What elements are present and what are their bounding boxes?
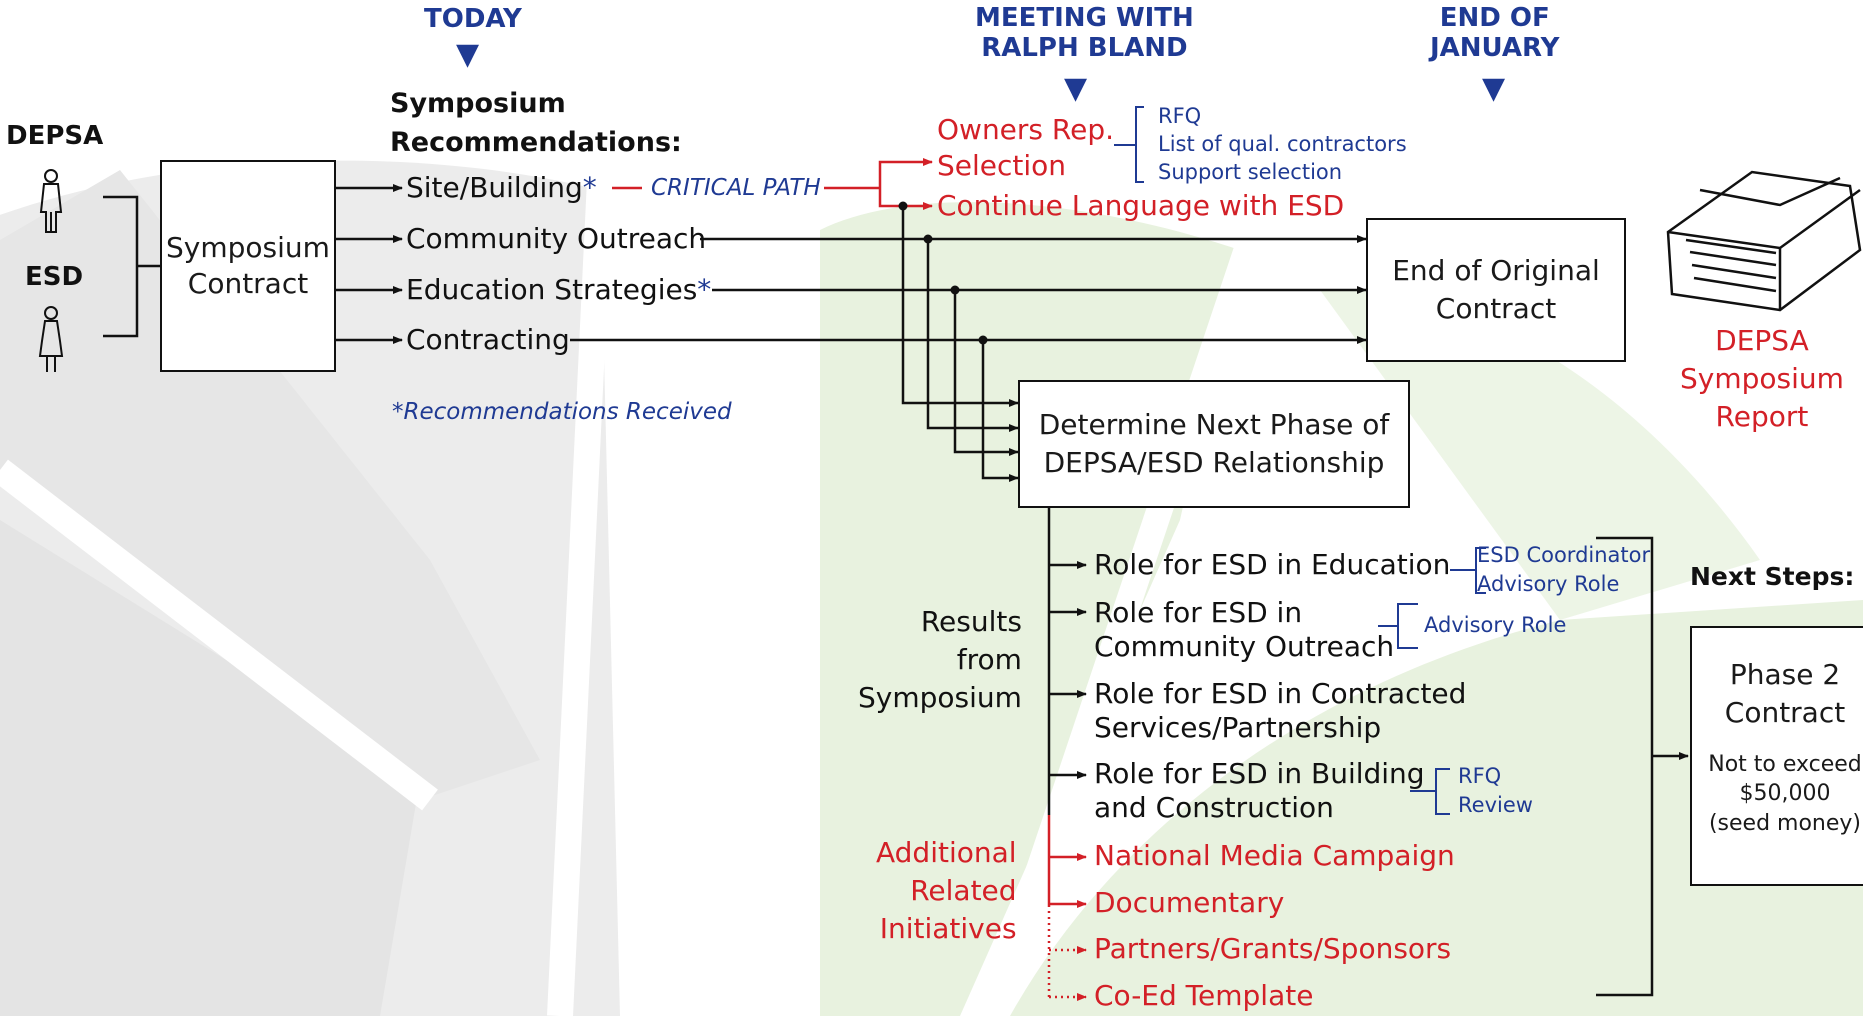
flow-to-end-contract (570, 235, 1367, 344)
recommendations-heading: Symposium Recommendations: (390, 88, 682, 159)
recommendation-arrows (336, 184, 403, 344)
party-esd: ESD (25, 262, 84, 292)
continue-language-with-esd: Continue Language with ESD (937, 189, 1345, 222)
next-steps-heading: Next Steps: (1690, 562, 1855, 591)
determine-next-phase-label: Determine Next Phase of DEPSA/ESD Relati… (1038, 408, 1390, 479)
phase-2-contract-note: Not to exceed $50,000 (seed money) (1708, 751, 1862, 836)
received-star: * (697, 273, 712, 306)
recommendations-footnote: *Recommendations Received (392, 399, 732, 425)
woman-icon (38, 306, 64, 372)
initiative-documentary: Documentary (1094, 886, 1285, 919)
timeline-end-january: END OF JANUARY (1430, 3, 1560, 63)
owners-rep-sub-contractors: List of qual. contractors (1158, 132, 1407, 156)
recommendation-label: Education Strategies (406, 273, 698, 306)
recommendation-label: Community Outreach (406, 222, 707, 255)
initiative-co-ed-template: Co-Ed Template (1094, 979, 1314, 1012)
role-building-construction: Role for ESD in Building and Constructio… (1094, 757, 1425, 824)
phase-2-contract-box: Phase 2 Contract Not to exceed $50,000 (… (1690, 626, 1863, 886)
critical-path-lines (612, 158, 933, 210)
additional-initiatives-label: Additional Related Initiatives (876, 836, 1017, 945)
timeline-end-january-marker: ▼ (1482, 71, 1506, 106)
role-sub-advisory-education: Advisory Role (1477, 572, 1620, 596)
symposium-contract-box: Symposium Contract (160, 160, 336, 372)
man-icon (39, 169, 63, 233)
role-sub-review: Review (1458, 793, 1533, 817)
role-arrows (1047, 508, 1087, 815)
junction-dots (898, 201, 988, 345)
timeline-meeting: MEETING WITH RALPH BLAND (975, 3, 1194, 63)
end-original-contract-box: End of Original Contract (1366, 218, 1626, 362)
role-contracted-services: Role for ESD in Contracted Services/Part… (1094, 677, 1467, 744)
critical-path-label: CRITICAL PATH (651, 175, 821, 201)
symposium-report-label: DEPSA Symposium Report (1680, 324, 1844, 433)
phase-2-contract-title: Phase 2 Contract (1724, 658, 1846, 729)
recommendation-site-building: Site/Building* (406, 171, 597, 204)
book-icon (1666, 170, 1862, 312)
gray-background-shape (0, 160, 620, 1016)
next-steps-bracket (1596, 536, 1654, 997)
role-sub-esd-coordinator: ESD Coordinator (1477, 543, 1651, 567)
party-depsa: DEPSA (6, 121, 104, 151)
timeline-meeting-marker: ▼ (1064, 71, 1088, 106)
recommendation-contracting: Contracting (406, 323, 570, 356)
recommendation-community-outreach: Community Outreach (406, 222, 707, 255)
symposium-contract-label: Symposium Contract (166, 230, 330, 300)
recommendation-label: Site/Building (406, 171, 583, 204)
role-education: Role for ESD in Education (1094, 548, 1451, 581)
determine-next-phase-box: Determine Next Phase of DEPSA/ESD Relati… (1018, 380, 1410, 508)
results-from-symposium-label: Results from Symposium (858, 605, 1022, 714)
recommendation-label: Contracting (406, 323, 570, 356)
owners-rep-bracket (1114, 106, 1144, 183)
party-bracket (103, 195, 160, 338)
timeline-today: TODAY (424, 4, 522, 34)
role-sub-advisory-outreach: Advisory Role (1424, 613, 1567, 637)
owners-rep-sub-support: Support selection (1158, 160, 1343, 184)
initiative-arrows (1047, 815, 1087, 1001)
received-star: * (582, 171, 597, 204)
initiative-partners-grants-sponsors: Partners/Grants/Sponsors (1094, 932, 1452, 965)
recommendation-education-strategies: Education Strategies* (406, 273, 712, 306)
role-sub-brackets (1378, 547, 1486, 815)
end-original-contract-label: End of Original Contract (1392, 254, 1600, 325)
owners-rep-sub-rfq: RFQ (1158, 104, 1202, 128)
role-community-outreach: Role for ESD in Community Outreach (1094, 596, 1395, 663)
white-separators (0, 179, 1263, 1016)
timeline-today-marker: ▼ (456, 37, 480, 72)
flow-to-next-phase (901, 206, 1019, 482)
owners-rep-selection: Owners Rep. Selection (937, 113, 1115, 183)
initiative-national-media-campaign: National Media Campaign (1094, 839, 1455, 872)
role-sub-rfq: RFQ (1458, 764, 1502, 788)
